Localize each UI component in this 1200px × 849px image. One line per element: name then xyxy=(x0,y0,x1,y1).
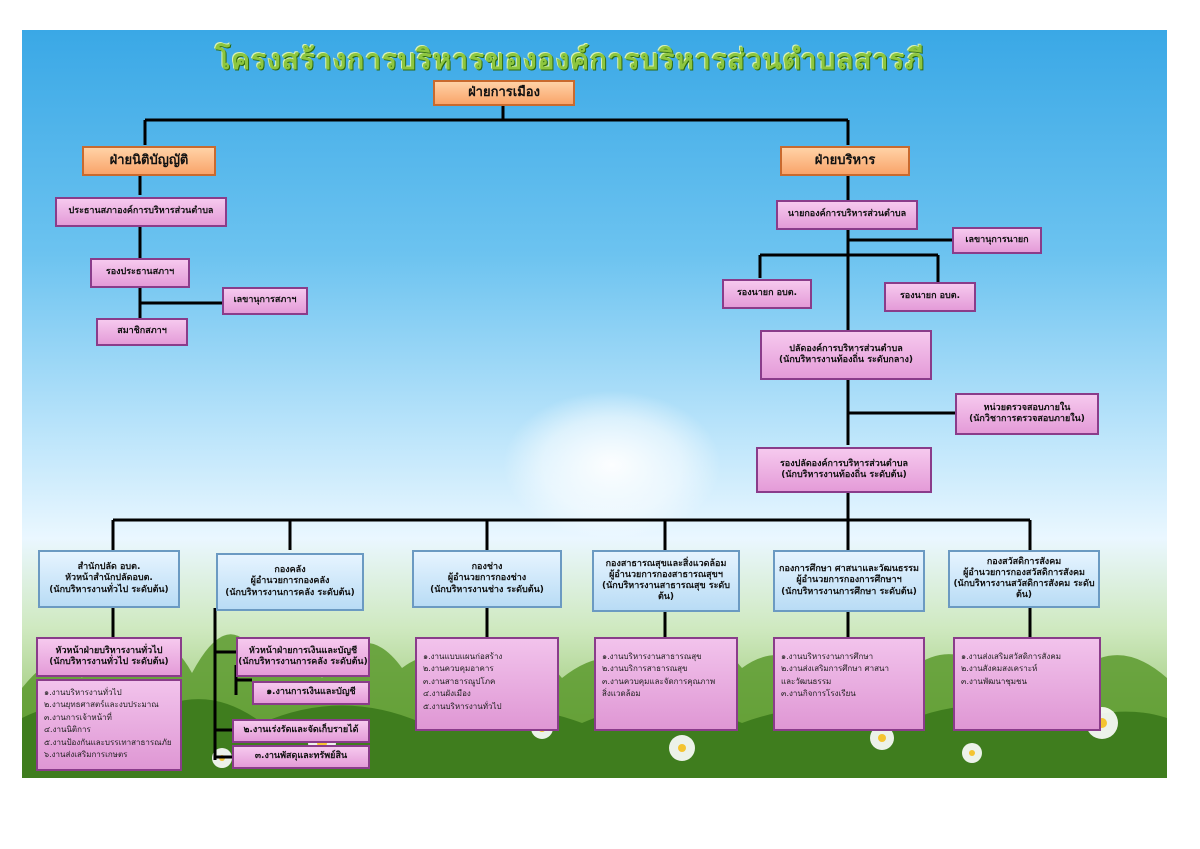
list-item: ๒.งานสังคมสงเคราะห์ xyxy=(961,664,1038,674)
department-finance-box: กองคลัง ผู้อำนวยการกองคลัง (นักบริหารงาน… xyxy=(216,553,364,611)
finance-task-1-label: ๑.งานการเงินและบัญชี xyxy=(266,687,356,698)
deputy-chief-administrator-rank: (นักบริหารงานท้องถิ่น ระดับต้น) xyxy=(781,470,907,480)
engineering-task-list: ๑.งานแบบแผนก่อสร้าง ๒.งานควบคุมอาคาร ๓.ง… xyxy=(415,637,559,731)
office-task-list: ๑.งานบริหารงานทั่วไป ๒.งานยุทธศาสตร์และง… xyxy=(36,679,182,771)
council-members-label: สมาชิกสภาฯ xyxy=(117,326,167,337)
department-name: กองช่าง xyxy=(471,562,503,573)
office-section-head-box: หัวหน้าฝ่ายบริหารงานทั่วไป (นักบริหารงาน… xyxy=(36,637,182,677)
chief-administrator-rank: (นักบริหารงานท้องถิ่น ระดับกลาง) xyxy=(779,355,913,365)
list-item: ๓.งานการเจ้าหน้าที่ xyxy=(44,712,112,722)
mayor-secretary-label: เลขานุการนายก xyxy=(965,234,1029,245)
list-item: ๔.งานผังเมือง xyxy=(423,689,471,699)
finance-section-head-box: หัวหน้าฝ่ายการเงินและบัญชี (นักบริหารงาน… xyxy=(236,637,370,677)
finance-section-head-title: หัวหน้าฝ่ายการเงินและบัญชี xyxy=(248,645,358,656)
council-vice-chair-box: รองประธานสภาฯ xyxy=(90,258,190,288)
department-rank: (นักบริหารงานทั่วไป ระดับต้น) xyxy=(49,584,169,595)
political-branch-box: ฝ่ายการเมือง xyxy=(433,80,575,106)
political-branch-label: ฝ่ายการเมือง xyxy=(468,84,540,100)
education-task-list: ๑.งานบริหารงานการศึกษา ๒.งานส่งเสริมการศ… xyxy=(773,637,925,731)
finance-task-2-label: ๒.งานเร่งรัดและจัดเก็บรายได้ xyxy=(243,725,359,736)
executive-branch-box: ฝ่ายบริหาร xyxy=(780,146,910,176)
list-item: สิ่งแวดล้อม xyxy=(602,689,641,699)
department-head: ผู้อำนวยการกองช่าง xyxy=(447,573,527,584)
department-name: กองสวัสดิการสังคม xyxy=(986,556,1062,567)
department-name: สำนักปลัด อบต. xyxy=(77,562,141,573)
department-head: ผู้อำนวยการกองการศึกษาฯ xyxy=(796,575,902,586)
council-members-box: สมาชิกสภาฯ xyxy=(96,318,188,346)
mayor-label: นายกองค์การบริหารส่วนตำบล xyxy=(787,209,907,220)
finance-task-2-box: ๒.งานเร่งรัดและจัดเก็บรายได้ xyxy=(232,719,370,743)
list-item: ๒.งานยุทธศาสตร์และงบประมาณ xyxy=(44,700,159,710)
list-item: ๖.งานส่งเสริมการเกษตร xyxy=(44,749,128,759)
finance-section-head-rank: (นักบริหารงานการคลัง ระดับต้น) xyxy=(238,657,368,667)
department-head: ผู้อำนวยการกองสวัสดิการสังคม xyxy=(963,567,1085,578)
welfare-task-list: ๑.งานส่งเสริมสวัสดิการสังคม ๒.งานสังคมสง… xyxy=(953,637,1101,731)
internal-audit-box: หน่วยตรวจสอบภายใน (นักวิชาการตรวจสอบภายใ… xyxy=(955,393,1099,435)
department-head: ผู้อำนวยการกองคลัง xyxy=(250,576,330,587)
finance-task-1-box: ๑.งานการเงินและบัญชี xyxy=(252,681,370,705)
list-item: ๑.งานบริหารงานทั่วไป xyxy=(44,688,122,697)
department-welfare-box: กองสวัสดิการสังคม ผู้อำนวยการกองสวัสดิกา… xyxy=(948,550,1100,608)
deputy-mayor-2-label: รองนายก อบต. xyxy=(899,291,961,302)
department-rank: (นักบริหารงานสาธารณสุข ระดับต้น) xyxy=(602,581,730,603)
executive-branch-label: ฝ่ายบริหาร xyxy=(814,152,876,168)
list-item: ๓.งานกิจการโรงเรียน xyxy=(781,689,856,699)
list-item: ๓.งานสาธารณูปโภค xyxy=(423,676,496,686)
mayor-secretary-box: เลขานุการนายก xyxy=(952,227,1042,254)
department-engineering-box: กองช่าง ผู้อำนวยการกองช่าง (นักบริหารงาน… xyxy=(412,550,562,608)
office-section-head-title: หัวหน้าฝ่ายบริหารงานทั่วไป xyxy=(55,645,163,656)
legislative-branch-box: ฝ่ายนิติบัญญัติ xyxy=(82,146,216,176)
mayor-box: นายกองค์การบริหารส่วนตำบล xyxy=(776,200,918,230)
council-secretary-box: เลขานุการสภาฯ xyxy=(222,287,308,315)
list-item: ๒.งานควบคุมอาคาร xyxy=(423,664,494,674)
list-item: และวัฒนธรรม xyxy=(781,676,832,686)
health-task-list: ๑.งานบริหารงานสาธารณสุข ๒.งานบริการสาธาร… xyxy=(594,637,738,731)
list-item: ๑.งานแบบแผนก่อสร้าง xyxy=(423,652,503,661)
deputy-chief-administrator-box: รองปลัดองค์การบริหารส่วนตำบล (นักบริหารง… xyxy=(756,447,932,493)
department-rank: (นักบริหารงานช่าง ระดับต้น) xyxy=(430,584,544,595)
list-item: ๑.งานส่งเสริมสวัสดิการสังคม xyxy=(961,652,1061,661)
internal-audit-title: หน่วยตรวจสอบภายใน xyxy=(983,402,1071,413)
council-secretary-label: เลขานุการสภาฯ xyxy=(233,295,297,306)
list-item: ๔.งานนิติการ xyxy=(44,725,91,735)
department-rank: (นักบริหารงานสวัสดิการสังคม ระดับต้น) xyxy=(953,579,1095,601)
list-item: ๕.งานบริหารงานทั่วไป xyxy=(423,701,502,711)
list-item: ๑.งานบริหารงานการศึกษา xyxy=(781,652,874,661)
deputy-chief-administrator-title: รองปลัดองค์การบริหารส่วนตำบล xyxy=(779,458,909,469)
sun-glow xyxy=(502,390,722,540)
department-head: ผู้อำนวยการกองสาธารณสุขฯ xyxy=(609,569,723,580)
deputy-mayor-1-label: รองนายก อบต. xyxy=(736,288,798,299)
department-office-box: สำนักปลัด อบต. หัวหน้าสำนักปลัดอบต. (นัก… xyxy=(38,550,180,608)
chief-administrator-box: ปลัดองค์การบริหารส่วนตำบล (นักบริหารงานท… xyxy=(760,330,932,380)
list-item: ๒.งานบริการสาธารณสุข xyxy=(602,664,688,674)
finance-task-3-label: ๓.งานพัสดุและทรัพย์สิน xyxy=(254,751,348,762)
list-item: ๕.งานป้องกันและบรรเทาสาธารณภัย xyxy=(44,737,172,747)
department-rank: (นักบริหารงานการศึกษา ระดับต้น) xyxy=(781,586,917,597)
deputy-mayor-2-box: รองนายก อบต. xyxy=(884,282,976,312)
list-item: ๑.งานบริหารงานสาธารณสุข xyxy=(602,652,702,661)
department-education-box: กองการศึกษา ศาสนาและวัฒนธรรม ผู้อำนวยการ… xyxy=(773,550,925,612)
council-vice-chair-label: รองประธานสภาฯ xyxy=(105,267,175,278)
department-head: หัวหน้าสำนักปลัดอบต. xyxy=(65,573,153,584)
department-name: กองการศึกษา ศาสนาและวัฒนธรรม xyxy=(779,564,919,575)
finance-task-3-box: ๓.งานพัสดุและทรัพย์สิน xyxy=(232,745,370,769)
office-section-head-rank: (นักบริหารงานทั่วไป ระดับต้น) xyxy=(49,657,169,667)
chief-administrator-title: ปลัดองค์การบริหารส่วนตำบล xyxy=(789,343,903,354)
department-rank: (นักบริหารงานการคลัง ระดับต้น) xyxy=(225,587,355,598)
list-item: ๒.งานส่งเสริมการศึกษา ศาสนา xyxy=(781,664,889,674)
legislative-branch-label: ฝ่ายนิติบัญญัติ xyxy=(109,152,189,168)
department-health-box: กองสาธารณสุขและสิ่งแวดล้อม ผู้อำนวยการกอ… xyxy=(592,550,740,612)
list-item: ๓.งานควบคุมและจัดการคุณภาพ xyxy=(602,676,716,686)
list-item: ๓.งานพัฒนาชุมชน xyxy=(961,676,1027,686)
chart-title: โครงสร้างการบริหารขององค์การบริหารส่วนตำ… xyxy=(215,43,925,76)
council-chair-box: ประธานสภาองค์การบริหารส่วนตำบล xyxy=(55,197,227,227)
department-name: กองคลัง xyxy=(274,565,306,576)
internal-audit-rank: (นักวิชาการตรวจสอบภายใน) xyxy=(969,414,1085,424)
department-name: กองสาธารณสุขและสิ่งแวดล้อม xyxy=(605,558,727,569)
council-chair-label: ประธานสภาองค์การบริหารส่วนตำบล xyxy=(68,206,214,217)
deputy-mayor-1-box: รองนายก อบต. xyxy=(722,279,812,309)
